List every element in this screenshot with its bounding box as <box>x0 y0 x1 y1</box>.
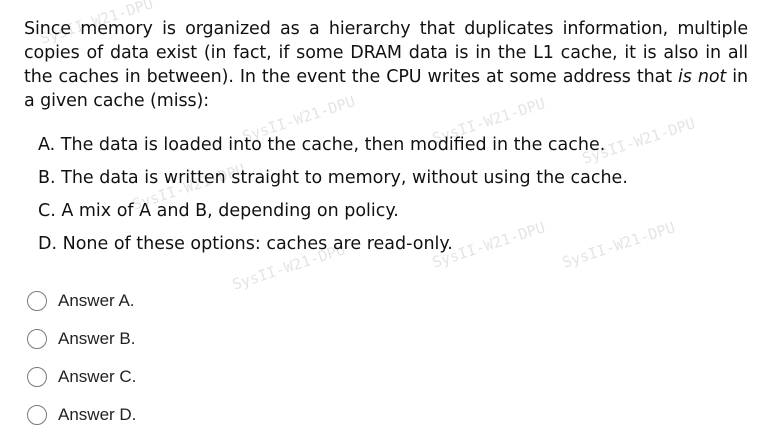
question-part-1: Since memory is organized as a hierarchy… <box>24 19 748 87</box>
option-b: B. The data is written straight to memor… <box>38 168 628 188</box>
answer-b-choice[interactable]: Answer B. <box>27 320 136 358</box>
question-part-2: in a given cache (miss): <box>24 67 748 111</box>
answer-a-choice[interactable]: Answer A. <box>27 282 136 320</box>
radio-button-c[interactable] <box>27 367 47 387</box>
answer-a-label[interactable]: Answer A. <box>58 291 135 310</box>
answer-c-label[interactable]: Answer C. <box>58 367 137 386</box>
answer-d-choice[interactable]: Answer D. <box>27 396 136 434</box>
radio-button-a[interactable] <box>27 291 47 311</box>
answer-d-label[interactable]: Answer D. <box>58 405 137 424</box>
answer-b-label[interactable]: Answer B. <box>58 329 136 348</box>
question-emphasis: is not <box>678 67 727 87</box>
answer-choices: Answer A. Answer B. Answer C. Answer D. <box>27 282 136 434</box>
option-list: A. The data is loaded into the cache, th… <box>38 131 738 263</box>
option-c: C. A mix of A and B, depending on policy… <box>38 201 399 221</box>
answer-c-choice[interactable]: Answer C. <box>27 358 136 396</box>
option-a: A. The data is loaded into the cache, th… <box>38 135 606 155</box>
radio-button-d[interactable] <box>27 405 47 425</box>
option-d: D. None of these options: caches are rea… <box>38 234 453 254</box>
radio-button-b[interactable] <box>27 329 47 349</box>
question-text: Since memory is organized as a hierarchy… <box>24 17 748 113</box>
